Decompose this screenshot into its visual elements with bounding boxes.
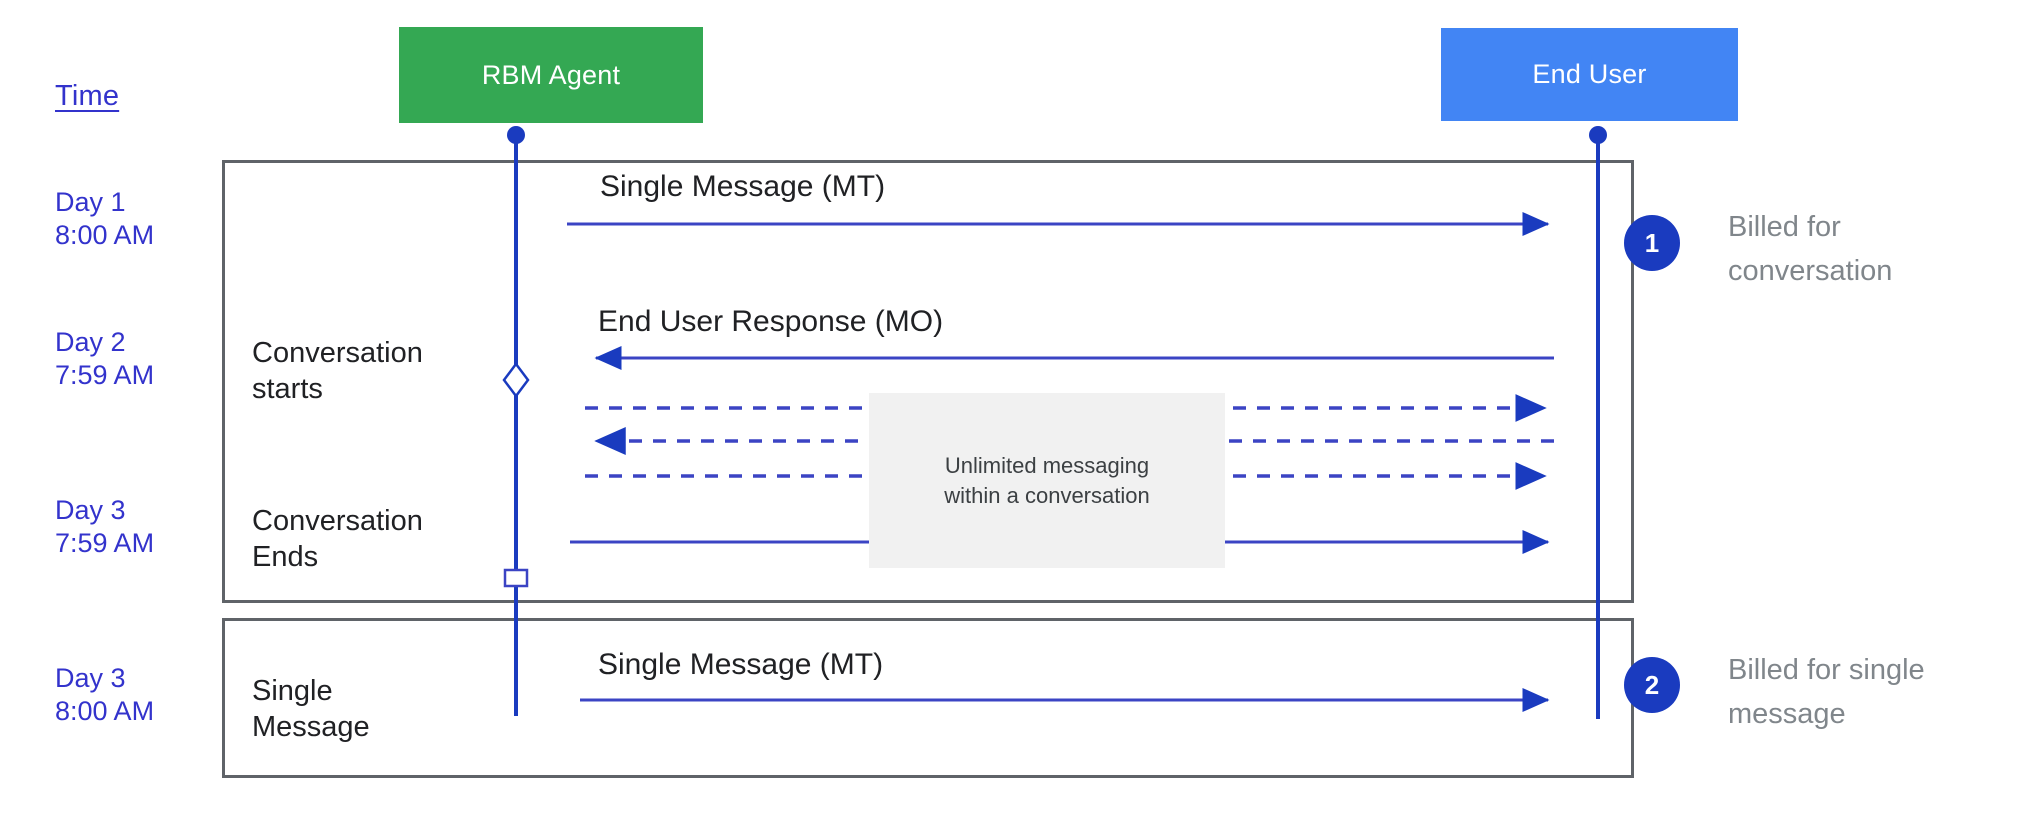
phase-label-single-message: Single Message [252,673,370,745]
callout-text-1-line1: Billed for [1728,211,1841,243]
time-label-day2-time: 7:59 AM [55,360,155,390]
group-box-single-message [222,618,1634,778]
badge-2[interactable]: 2 [1624,657,1680,713]
time-label-day3-single-day: Day 3 [55,663,126,693]
callout-text-1: Billed for conversation [1728,205,1892,293]
callout-text-2-line1: Billed for single [1728,654,1925,686]
note-unlimited-messaging: Unlimited messaging within a conversatio… [869,393,1225,568]
message-label-single-message-mt-1: Single Message (MT) [600,170,886,203]
callout-text-1-line2: conversation [1728,255,1893,287]
message-label-end-user-response-mo: End User Response (MO) [598,305,944,338]
phase-label-single-message-line1: Single [252,675,333,707]
callout-text-2-line2: message [1728,698,1846,730]
time-label-day3-single: Day 3 8:00 AM [55,662,154,728]
badge-2-number: 2 [1644,669,1660,700]
callout-text-2: Billed for single message [1728,648,1925,736]
note-line-2: within a conversation [944,482,1150,508]
badge-1-number: 1 [1644,227,1660,258]
time-label-day1: Day 1 8:00 AM [55,186,154,252]
time-column-header: Time [55,80,120,112]
time-label-day3-end-day: Day 3 [55,495,126,525]
lifeline-end-user [1596,134,1600,719]
phase-label-single-message-line2: Message [252,711,370,743]
time-label-day3-end: Day 3 7:59 AM [55,494,154,560]
time-label-day1-day: Day 1 [55,187,126,217]
phase-label-conversation-starts: Conversation starts [252,335,423,407]
actor-rbm-agent[interactable]: RBM Agent [399,27,703,123]
actor-end-user-label: End User [1532,59,1647,89]
message-label-single-message-mt-2: Single Message (MT) [598,648,884,681]
phase-label-conversation-ends-line1: Conversation [252,505,423,537]
time-label-day2: Day 2 7:59 AM [55,326,154,392]
time-label-day3-single-time: 8:00 AM [55,696,155,726]
actor-rbm-agent-label: RBM Agent [481,59,621,90]
group-box-conversation [222,160,1634,603]
phase-label-conversation-starts-line2: starts [252,373,323,405]
phase-label-conversation-starts-line1: Conversation [252,337,423,369]
time-label-day2-day: Day 2 [55,327,126,357]
time-label-day3-end-time: 7:59 AM [55,528,155,558]
phase-label-conversation-ends-line2: Ends [252,541,319,573]
phase-label-conversation-ends: Conversation Ends [252,503,423,575]
lifeline-rbm-agent [514,134,518,716]
time-label-day1-time: 8:00 AM [55,220,155,250]
badge-1[interactable]: 1 [1624,215,1680,271]
note-line-1: Unlimited messaging [944,452,1150,478]
actor-end-user[interactable]: End User [1441,28,1738,121]
